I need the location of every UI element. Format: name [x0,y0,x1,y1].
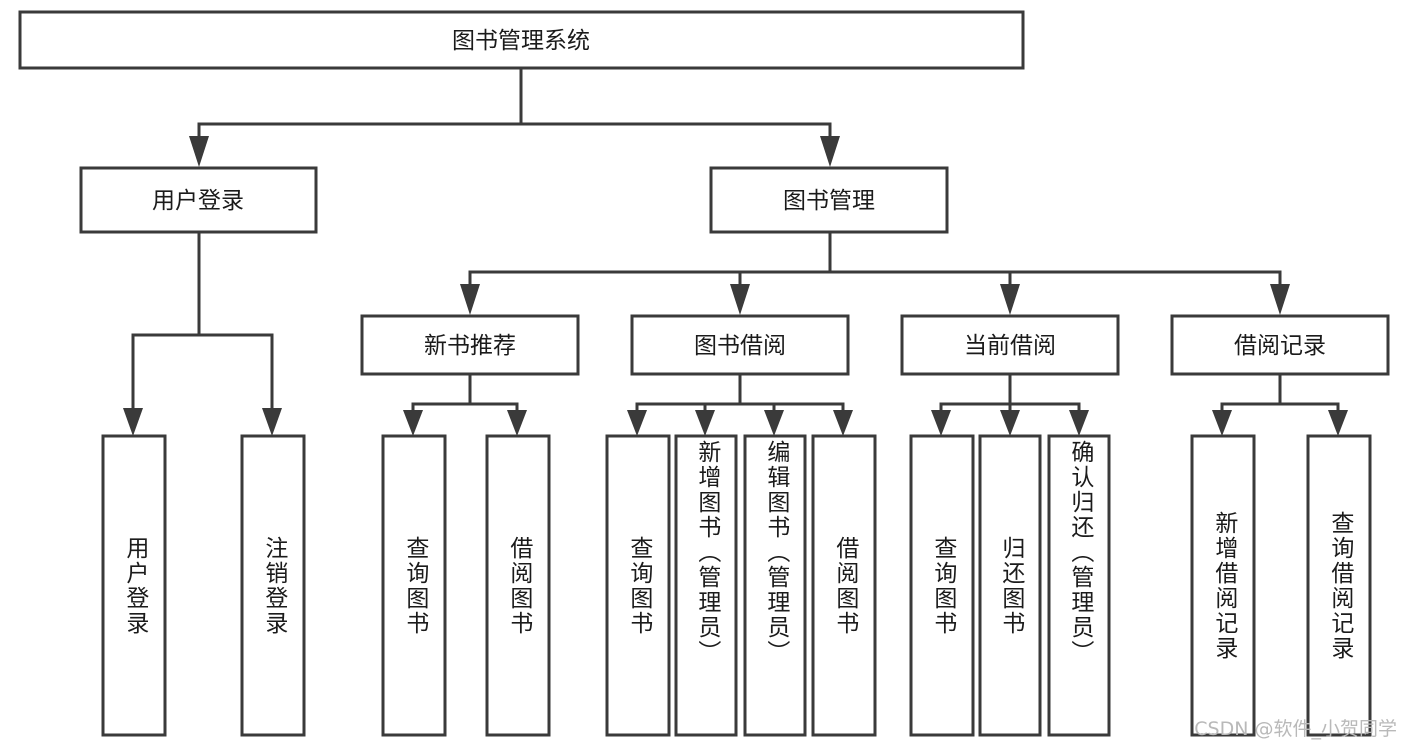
connector-group-current-borrow [931,372,1089,436]
arrow-head-current-borrow [1000,284,1020,315]
arrow-head-leaf-return-book [1000,410,1020,436]
arrow-head-leaf-query-book-1 [403,410,423,436]
arrow-head-leaf-user-logout [262,408,282,436]
node-book-manage-rect[interactable] [709,166,949,234]
node-user-login[interactable]: 用户登录 [79,166,318,234]
leaf-add-record-rect[interactable] [1190,434,1256,737]
node-new-book-rec-rect[interactable] [360,314,580,376]
node-book-manage-label: 图书管理 [783,188,875,214]
node-current-borrow-label: 当前借阅 [964,333,1056,359]
connector-group-user-login [123,230,282,436]
node-root[interactable]: 图书管理系统 [18,10,1025,70]
node-current-borrow-rect[interactable] [900,314,1120,376]
leaf-query-book-2-rect[interactable] [605,434,671,737]
leaf-confirm-return-rect[interactable] [1047,434,1111,737]
leaf-add-book-rect[interactable] [674,434,738,737]
arrow-head-book-manage [820,136,840,167]
watermark: CSDN @软件_小贺同学 [1194,718,1397,740]
arrow-head-leaf-add-record [1212,410,1232,436]
arrow-head-user-login [189,136,209,167]
node-book-borrow-rect[interactable] [630,314,850,376]
arrow-head-leaf-borrow-book-2 [833,410,853,436]
node-book-borrow-label: 图书借阅 [694,333,786,359]
leaf-borrow-book-2-rect[interactable] [811,434,877,737]
leaf-user-login-rect[interactable] [101,434,167,737]
arrow-head-book-borrow [730,284,750,315]
arrow-head-leaf-edit-book [764,410,784,436]
connector-group-book-manage [460,230,1290,315]
connector-group-book-borrow [627,372,853,436]
node-borrow-record-label: 借阅记录 [1234,333,1326,359]
node-root-label: 图书管理系统 [452,28,590,54]
node-book-borrow[interactable]: 图书借阅 [630,314,850,376]
arrow-head-leaf-query-book-3 [931,410,951,436]
leaf-query-book-3-rect[interactable] [909,434,975,737]
node-borrow-record-rect[interactable] [1170,314,1390,376]
leaf-borrow-book-1-rect[interactable] [485,434,551,737]
arrow-head-leaf-user-login [123,408,143,436]
node-borrow-record[interactable]: 借阅记录 [1170,314,1390,376]
leaf-user-logout-rect[interactable] [240,434,306,737]
arrow-head-leaf-query-record [1328,410,1348,436]
connector-group-root [189,66,840,167]
arrow-head-leaf-add-book [695,410,715,436]
leaf-edit-book-rect[interactable] [743,434,807,737]
leaf-boxes [101,434,1372,737]
connector-group-borrow-record [1212,372,1348,436]
leaf-query-book-1-rect[interactable] [381,434,447,737]
node-user-login-label: 用户登录 [152,188,244,214]
arrow-head-new-book-rec [460,284,480,315]
arrow-head-borrow-record [1270,284,1290,315]
arrow-head-leaf-query-book-2 [627,410,647,436]
node-new-book-rec-label: 新书推荐 [424,333,516,359]
leaf-query-record-rect[interactable] [1306,434,1372,737]
arrow-head-leaf-confirm-return [1069,410,1089,436]
node-user-login-rect[interactable] [79,166,318,234]
node-book-manage[interactable]: 图书管理 [709,166,949,234]
node-current-borrow[interactable]: 当前借阅 [900,314,1120,376]
leaf-return-book-rect[interactable] [978,434,1042,737]
node-root-rect[interactable] [18,10,1025,70]
node-new-book-rec[interactable]: 新书推荐 [360,314,580,376]
arrow-head-leaf-borrow-book-1 [507,410,527,436]
connector-group-new-book-rec [403,372,527,436]
